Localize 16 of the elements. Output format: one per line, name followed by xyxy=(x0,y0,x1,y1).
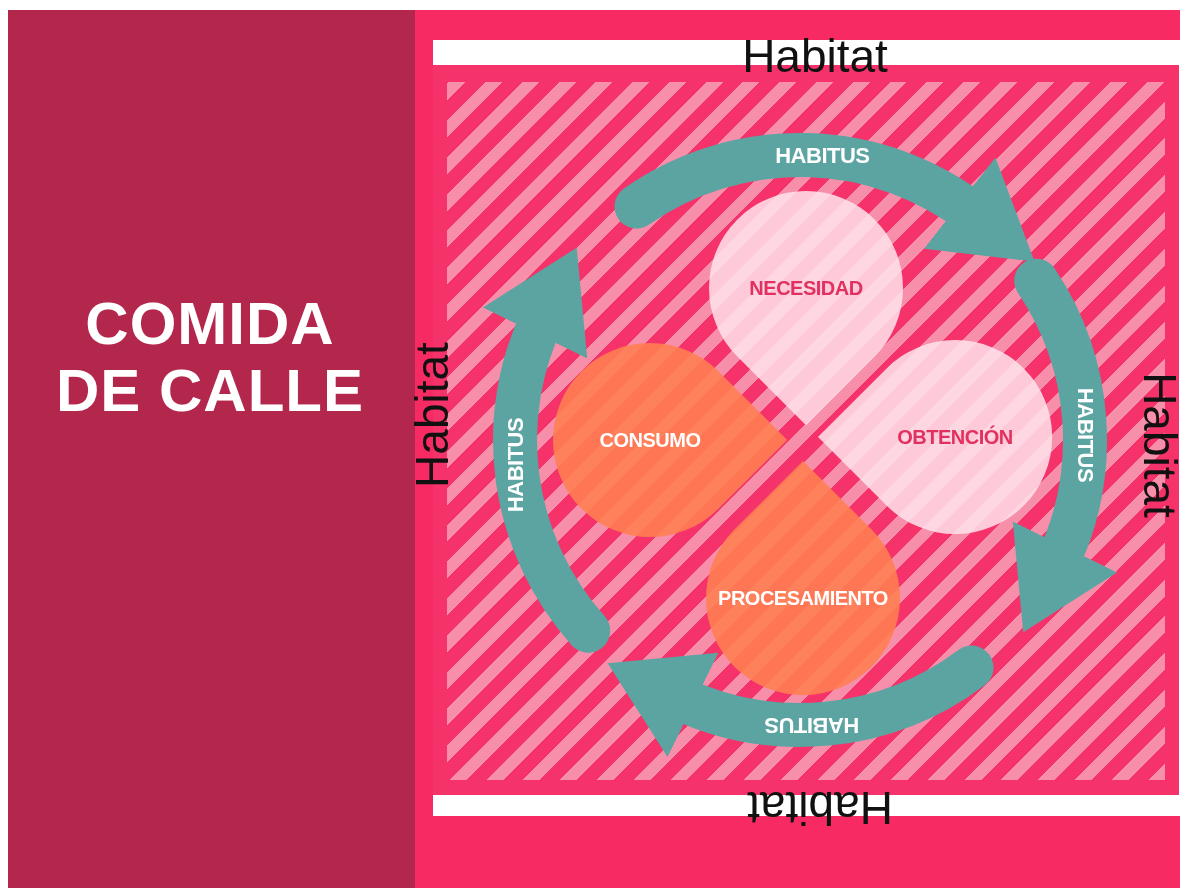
step-label: PROCESAMIENTO xyxy=(718,586,888,610)
teardrop-shape xyxy=(553,343,788,537)
habitat-label: Habitat xyxy=(409,342,455,488)
arrow-label: HABITUS xyxy=(775,144,870,167)
teardrop-shape xyxy=(706,460,900,695)
step-label: OBTENCIÓN xyxy=(897,425,1013,449)
teardrop-shape xyxy=(817,340,1052,534)
teardrop-shape xyxy=(709,191,903,426)
step-label: CONSUMO xyxy=(599,428,701,452)
habitat-label: Habitat xyxy=(747,785,893,831)
habitat-label: Habitat xyxy=(1137,372,1180,518)
title: COMIDA DE CALLE xyxy=(55,290,365,425)
step-label: NECESIDAD xyxy=(749,276,863,300)
arrow-label: HABITUS xyxy=(1073,387,1096,483)
arrow-label: HABITUS xyxy=(765,713,860,736)
arrow-label: HABITUS xyxy=(505,417,528,512)
